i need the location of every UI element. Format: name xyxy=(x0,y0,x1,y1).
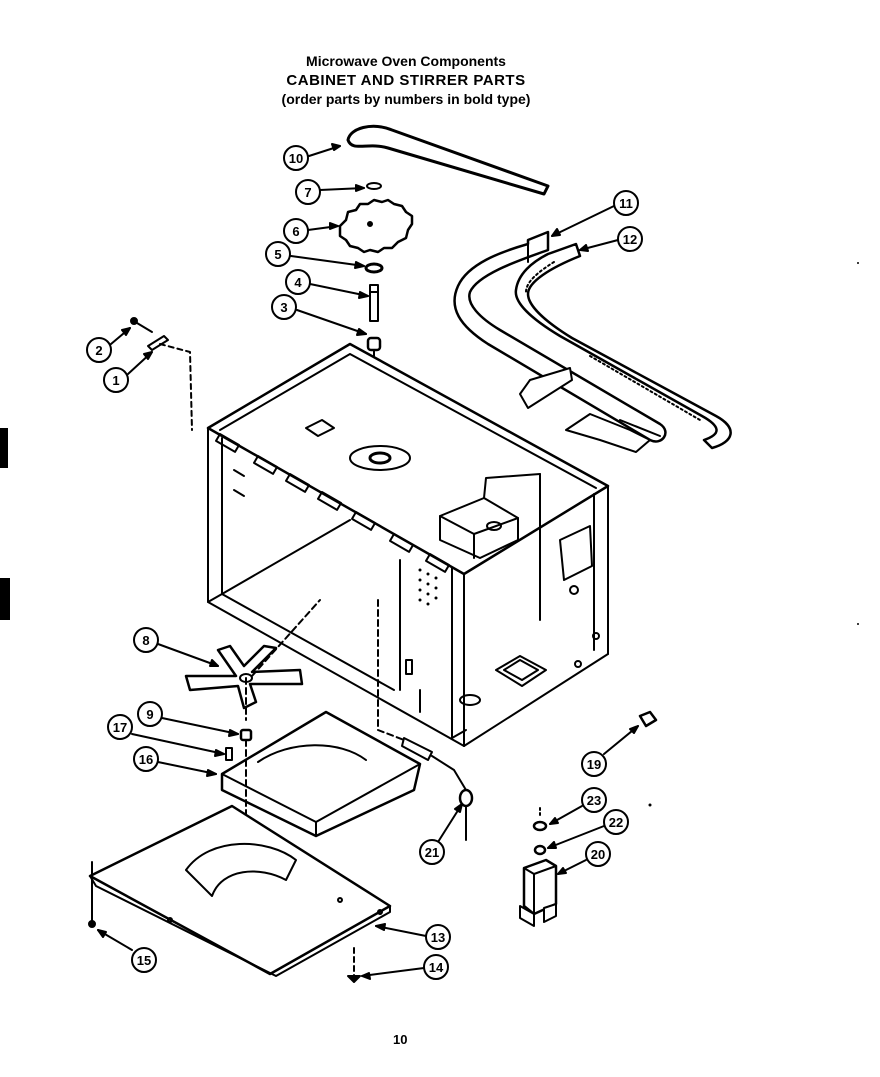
svg-text:21: 21 xyxy=(425,845,439,860)
shaft-part xyxy=(369,284,379,322)
bushing-part xyxy=(366,336,382,352)
callout-8: 8 xyxy=(133,627,219,667)
diagram-title: Microwave Oven Components xyxy=(306,53,506,69)
stray-mark xyxy=(857,623,859,625)
callout-4: 4 xyxy=(285,269,369,299)
svg-text:17: 17 xyxy=(113,720,127,735)
svg-text:10: 10 xyxy=(289,151,303,166)
e-ring-part xyxy=(366,182,382,190)
stirrer-cover-part xyxy=(220,710,422,838)
switch-part xyxy=(519,858,558,927)
diagram-title-block: Microwave Oven Components CABINET AND ST… xyxy=(0,52,812,109)
callout-2: 2 xyxy=(86,327,131,363)
cabinet-frame-part xyxy=(206,342,610,747)
page-number: 10 xyxy=(393,1032,408,1047)
spacer-part xyxy=(225,747,233,761)
callout-15: 15 xyxy=(97,929,157,973)
washer-23-part xyxy=(532,807,548,832)
svg-text:20: 20 xyxy=(591,847,605,862)
callout-12: 12 xyxy=(579,226,643,252)
callout-22: 22 xyxy=(547,809,629,849)
scan-edge-mark xyxy=(0,428,8,468)
gasket-part xyxy=(514,242,732,450)
wire-route-line xyxy=(377,599,405,741)
screw-15-part xyxy=(88,861,96,928)
callout-14: 14 xyxy=(361,954,449,980)
diagram-instruction: (order parts by numbers in bold type) xyxy=(281,91,531,107)
callout-5: 5 xyxy=(265,241,365,269)
bottom-plate-part xyxy=(88,804,392,977)
washer-part xyxy=(364,262,384,274)
svg-text:13: 13 xyxy=(431,930,445,945)
callout-10: 10 xyxy=(283,143,341,171)
callout-6: 6 xyxy=(283,218,339,244)
svg-text:4: 4 xyxy=(294,275,302,290)
stray-mark xyxy=(857,262,859,264)
svg-text:16: 16 xyxy=(139,752,153,767)
knob-part xyxy=(638,710,658,728)
stirrer-gear-part xyxy=(338,198,414,254)
scan-edge-mark xyxy=(0,578,10,620)
callout-3: 3 xyxy=(271,294,367,336)
stirrer-blade-part xyxy=(184,599,321,721)
screw-and-bracket-part xyxy=(130,317,193,431)
svg-text:5: 5 xyxy=(274,247,281,262)
svg-text:23: 23 xyxy=(587,793,601,808)
callout-20: 20 xyxy=(557,841,611,875)
screw-14-part xyxy=(347,947,361,983)
callout-16: 16 xyxy=(133,746,217,777)
callout-17: 17 xyxy=(107,714,225,757)
svg-text:3: 3 xyxy=(280,300,287,315)
callout-23: 23 xyxy=(549,787,607,825)
callout-11: 11 xyxy=(551,190,639,237)
svg-text:19: 19 xyxy=(587,757,601,772)
stray-mark xyxy=(648,803,652,807)
washer-22-part xyxy=(533,844,547,856)
svg-text:2: 2 xyxy=(95,343,102,358)
callout-21: 21 xyxy=(419,803,463,865)
callout-7: 7 xyxy=(295,179,365,205)
svg-text:7: 7 xyxy=(304,185,311,200)
svg-text:1: 1 xyxy=(112,373,119,388)
callout-13: 11 13 13 xyxy=(375,923,451,950)
callout-9: 9 xyxy=(137,701,239,737)
callout-1: 1 xyxy=(103,351,153,393)
svg-text:9: 9 xyxy=(146,707,153,722)
belt-part xyxy=(346,124,550,196)
svg-text:12: 12 xyxy=(623,232,637,247)
callout-layer: 10 7 6 5 xyxy=(86,143,643,980)
svg-text:15: 15 xyxy=(137,953,151,968)
thermal-cutout-part xyxy=(401,737,474,841)
svg-text:11: 11 xyxy=(619,196,633,211)
svg-text:8: 8 xyxy=(142,633,149,648)
svg-text:22: 22 xyxy=(609,815,623,830)
svg-text:6: 6 xyxy=(292,224,299,239)
air-duct-part xyxy=(453,230,667,453)
nut-part xyxy=(239,728,253,742)
diagram-subtitle: CABINET AND STIRRER PARTS xyxy=(286,72,526,89)
svg-text:14: 14 xyxy=(429,960,444,975)
callout-19: 19 xyxy=(581,725,639,777)
